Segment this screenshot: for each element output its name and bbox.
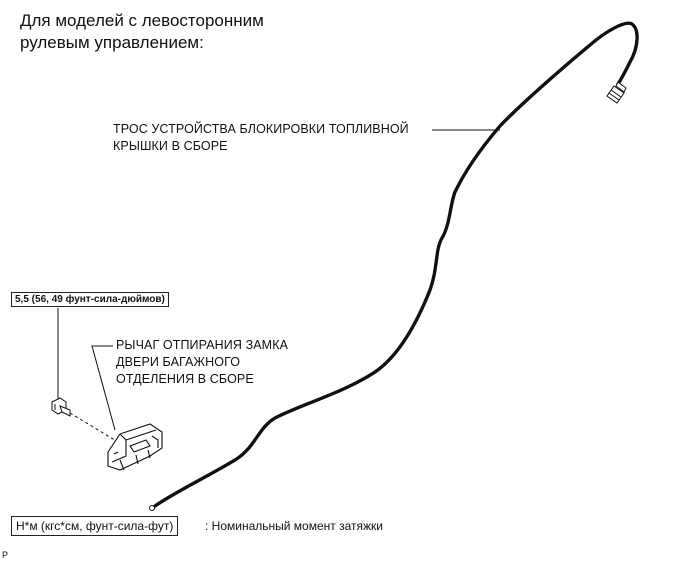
trunk-release-lever [107, 423, 163, 471]
figure-code: P [2, 550, 9, 560]
diagram-title: Для моделей с левосторонним рулевым упра… [20, 11, 264, 52]
cable-label: ТРОС УСТРОЙСТВА БЛОКИРОВКИ ТОПЛИВНОЙ КРЫ… [113, 122, 409, 153]
legend-units-box: Н*м (кгс*см, фунт-сила-фут) [11, 516, 179, 536]
legend-description: : Номинальный момент затяжки [205, 519, 383, 533]
cable-connector [606, 81, 627, 104]
fuel-lid-cable [153, 21, 639, 508]
torque-spec-box: 5,5 (56, 49 фунт-сила-дюймов) [11, 292, 169, 307]
bolt-icon [51, 397, 71, 417]
bolt-dashed-line [69, 412, 119, 443]
lever-label: РЫЧАГ ОТПИРАНИЯ ЗАМКА ДВЕРИ БАГАЖНОГО ОТ… [116, 338, 289, 386]
cable-end [149, 502, 161, 511]
lever-leader-line [91, 345, 116, 431]
